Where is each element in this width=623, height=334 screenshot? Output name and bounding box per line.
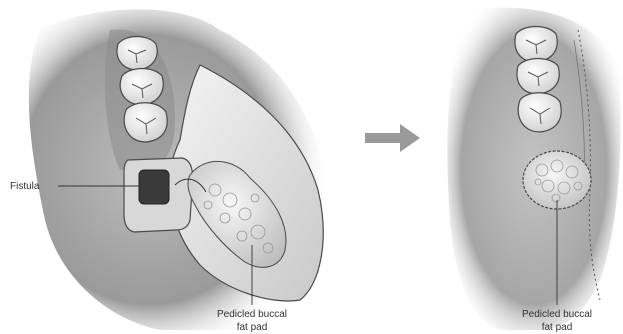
fistula-label: Fistula: [10, 181, 40, 192]
right-teeth: [515, 27, 561, 133]
arrow-shaft: [365, 133, 401, 143]
left-tooth-2: [120, 69, 163, 106]
right-tooth-1: [515, 27, 557, 63]
fat-pad-right-label-line1: Pedicled buccal: [522, 309, 592, 320]
right-tooth-3: [518, 93, 561, 132]
left-panel-before: [29, 9, 330, 330]
fat-pad-left-label-line2: fat pad: [237, 322, 268, 333]
transition-arrow: [365, 124, 420, 152]
fat-pad-right-label-line2: fat pad: [542, 322, 573, 333]
arrow-head: [400, 124, 420, 152]
left-tooth-3: [124, 103, 167, 142]
right-panel-after: [447, 8, 620, 330]
right-tooth-2: [517, 59, 559, 95]
fat-pad-left-label-line1: Pedicled buccal: [217, 309, 287, 320]
fistula-opening: [139, 170, 169, 204]
